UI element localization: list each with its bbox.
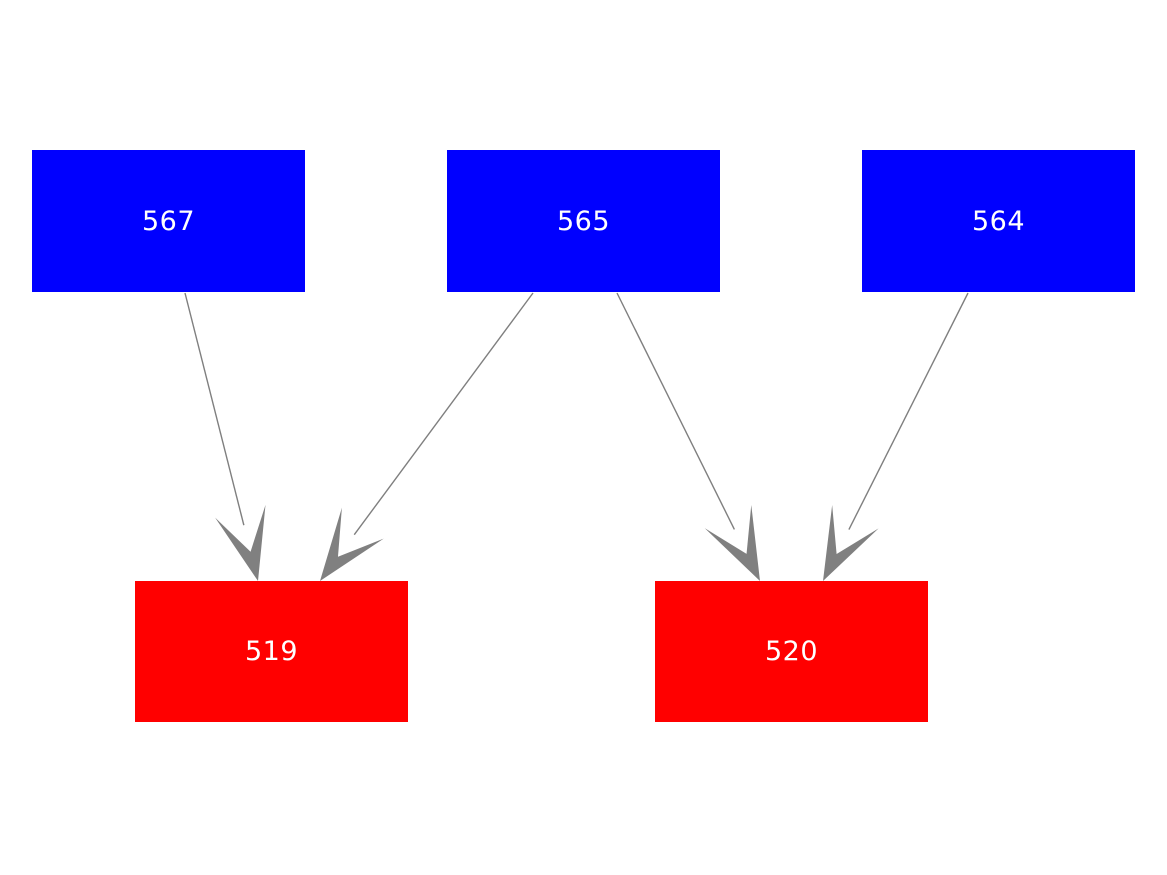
graph-node-label: 520 xyxy=(764,636,819,667)
edge-line xyxy=(616,292,736,530)
edge-arrowhead xyxy=(823,505,879,581)
graph-node-label: 564 xyxy=(971,205,1026,237)
graph-edge-565-to-520 xyxy=(616,292,760,581)
edge-arrowhead xyxy=(215,504,266,581)
graph-edge-567-to-519 xyxy=(184,292,266,581)
edge-line xyxy=(353,292,534,536)
graph-node-label: 565 xyxy=(556,205,611,237)
graph-node-label: 519 xyxy=(244,636,299,667)
graph-node-567[interactable]: 567 xyxy=(32,150,305,292)
edge-arrowhead xyxy=(704,504,760,581)
edge-line xyxy=(184,292,245,526)
graph-edge-565-to-519 xyxy=(320,292,534,581)
graph-node-564[interactable]: 564 xyxy=(862,150,1135,292)
graph-node-565[interactable]: 565 xyxy=(447,150,720,292)
graph-node-519[interactable]: 519 xyxy=(135,581,408,722)
edge-line xyxy=(848,292,969,530)
edge-arrowhead xyxy=(320,507,384,581)
graph-edge-564-to-520 xyxy=(823,292,969,581)
graph-node-label: 567 xyxy=(141,205,196,237)
graph-node-520[interactable]: 520 xyxy=(655,581,928,722)
